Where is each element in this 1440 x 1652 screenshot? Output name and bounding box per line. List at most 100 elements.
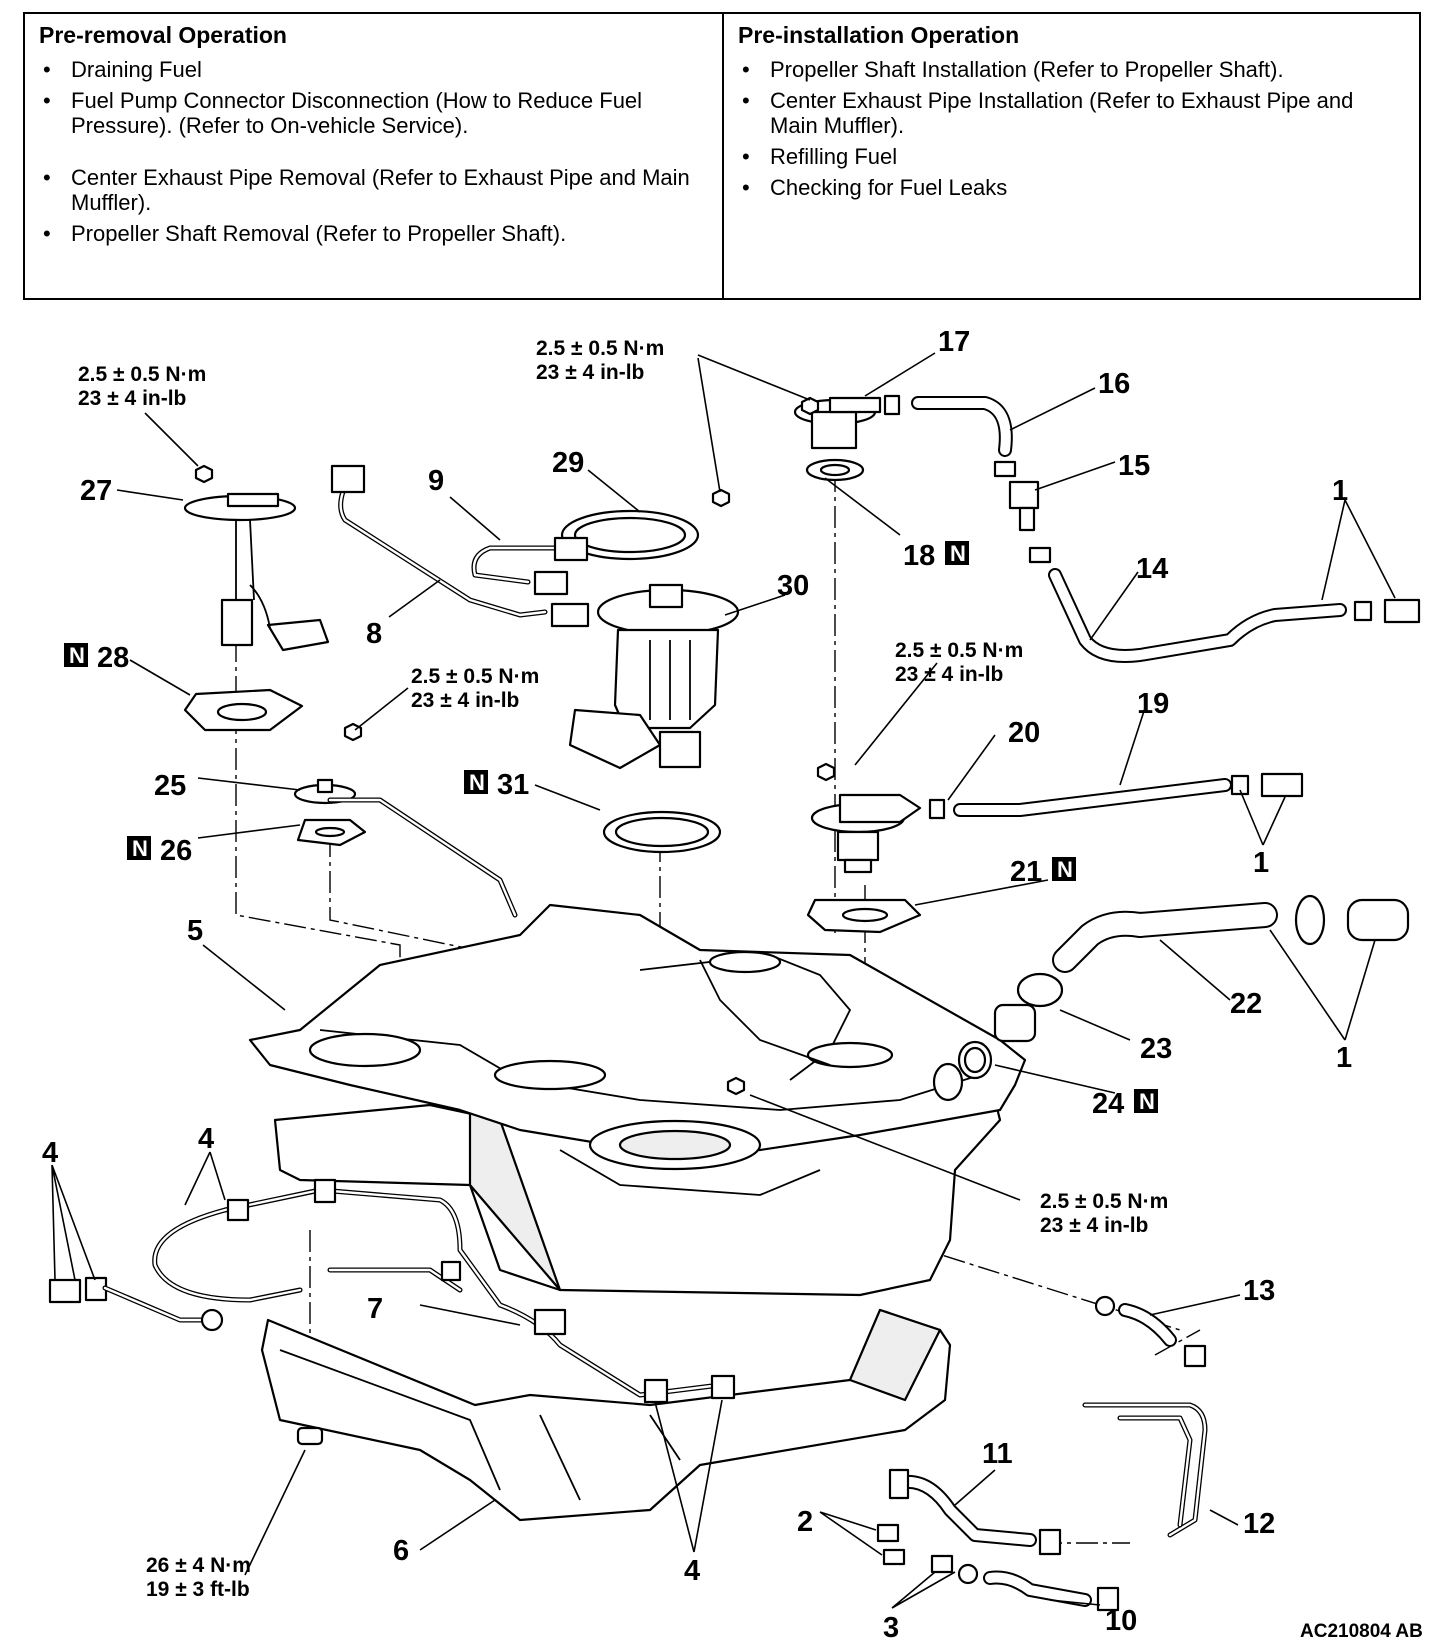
callout-1a: 1 [1332, 475, 1348, 507]
pre-removal-column: Pre-removal Operation Draining Fuel Fuel… [25, 14, 722, 298]
new-part-mark [1134, 1089, 1158, 1113]
callout-19: 19 [1137, 688, 1169, 720]
filler-neck-23 [957, 972, 1064, 1080]
pre-installation-item: Checking for Fuel Leaks [738, 175, 1405, 200]
fuel-tank-exploded-diagram: 1 1 1 2 3 4 4 4 5 6 7 8 9 10 11 12 13 14… [42, 326, 1423, 1644]
callout-labels: 1 1 1 2 3 4 4 4 5 6 7 8 9 10 11 12 13 14… [42, 326, 1352, 1644]
new-part-mark [127, 836, 151, 860]
callout-18: 18 [903, 540, 935, 572]
callout-4a: 4 [42, 1137, 58, 1169]
tank-protector [260, 1308, 952, 1522]
new-part-mark-letter: N [1057, 857, 1073, 882]
harness-8 [330, 464, 590, 628]
callout-12: 12 [1243, 1508, 1275, 1540]
callout-21: 21 [1010, 856, 1042, 888]
new-part-mark [945, 541, 969, 565]
pre-removal-list: Draining Fuel Fuel Pump Connector Discon… [39, 57, 708, 246]
pre-removal-item: Fuel Pump Connector Disconnection (How t… [39, 88, 708, 138]
torque-metric: 2.5 ± 0.5 N·m [895, 639, 1023, 662]
pre-installation-column: Pre-installation Operation Propeller Sha… [722, 14, 1419, 298]
two-way-valve-15 [993, 460, 1052, 564]
callout-29: 29 [552, 447, 584, 479]
operations-table: Pre-removal Operation Draining Fuel Fuel… [23, 12, 1421, 300]
clips-2-3 [876, 1523, 954, 1574]
callout-24: 24 [1092, 1088, 1124, 1120]
callout-20: 20 [1008, 717, 1040, 749]
new-part-mark [464, 770, 488, 794]
callout-8: 8 [366, 618, 382, 650]
gaskets [183, 458, 922, 934]
reference-code: AC210804 AB [1300, 1621, 1423, 1642]
fuel-gauge-unit [183, 492, 330, 652]
callout-1b: 1 [1253, 847, 1269, 879]
pre-removal-title: Pre-removal Operation [39, 22, 287, 48]
callout-10: 10 [1105, 1605, 1137, 1637]
new-part-mark-letter: N [1139, 1089, 1155, 1114]
fasteners [194, 396, 836, 1446]
vapor-hose-16 [911, 396, 1013, 457]
callout-15: 15 [1118, 450, 1150, 482]
new-part-mark-letter: N [69, 643, 85, 668]
fuel-tank [248, 903, 1027, 1297]
pre-installation-item: Center Exhaust Pipe Installation (Refer … [738, 88, 1405, 138]
torque-metric: 2.5 ± 0.5 N·m [411, 665, 539, 688]
torque-metric-large: 26 ± 4 N·m [146, 1554, 251, 1577]
torque-imperial: 23 ± 4 in-lb [895, 663, 1003, 686]
hose-10 [957, 1563, 1120, 1612]
new-part-mark-letter: N [469, 770, 485, 795]
callout-22: 22 [1230, 988, 1262, 1020]
callout-2: 2 [797, 1506, 813, 1538]
torque-metric: 2.5 ± 0.5 N·m [78, 363, 206, 386]
torque-metric: 2.5 ± 0.5 N·m [1040, 1190, 1168, 1213]
pre-installation-item: Propeller Shaft Installation (Refer to P… [738, 57, 1405, 82]
breather-hose-19 [953, 772, 1304, 817]
callout-13: 13 [1243, 1275, 1275, 1307]
callout-1c: 1 [1336, 1042, 1352, 1074]
callout-6: 6 [393, 1535, 409, 1567]
new-part-mark-letter: N [950, 541, 966, 566]
filler-hose-22 [1052, 894, 1410, 973]
pre-installation-list: Propeller Shaft Installation (Refer to P… [738, 57, 1405, 200]
torque-imperial-large: 19 ± 3 ft-lb [146, 1578, 250, 1601]
new-part-mark [64, 643, 88, 667]
harness-9 [471, 536, 589, 596]
torque-imperial: 23 ± 4 in-lb [411, 689, 519, 712]
pre-removal-item: Propeller Shaft Removal (Refer to Propel… [39, 221, 708, 246]
pre-removal-item: Draining Fuel [39, 57, 708, 82]
new-part-mark [1052, 857, 1076, 881]
pre-installation-item: Refilling Fuel [738, 144, 1405, 169]
callout-16: 16 [1098, 368, 1130, 400]
callout-5: 5 [187, 915, 203, 947]
harness-7 [48, 1178, 736, 1404]
torque-imperial: 23 ± 4 in-lb [1040, 1214, 1148, 1237]
callout-4c: 4 [684, 1555, 700, 1587]
gauge-unit-25 [293, 778, 518, 918]
new-part-mark-letter: N [132, 836, 148, 861]
fuel-hose-11 [888, 1468, 1062, 1556]
callout-4b: 4 [198, 1123, 214, 1155]
callout-7: 7 [367, 1293, 383, 1325]
callout-9: 9 [428, 465, 444, 497]
callout-26: 26 [160, 835, 192, 867]
fuel-check-valve [810, 793, 946, 874]
callout-27: 27 [80, 475, 112, 507]
fuel-return-pipe-12 [1082, 1402, 1208, 1538]
vent-hose-14 [1048, 568, 1421, 663]
callout-23: 23 [1140, 1033, 1172, 1065]
torque-imperial: 23 ± 4 in-lb [78, 387, 186, 410]
torque-labels: 2.5 ± 0.5 N·m 23 ± 4 in-lb 2.5 ± 0.5 N·m… [78, 337, 1168, 1601]
pre-installation-title: Pre-installation Operation [738, 22, 1020, 48]
callout-31: 31 [497, 769, 529, 801]
torque-imperial: 23 ± 4 in-lb [536, 361, 644, 384]
callout-14: 14 [1136, 553, 1168, 585]
callout-25: 25 [154, 770, 186, 802]
fuel-pump-module [568, 583, 740, 770]
callout-17: 17 [938, 326, 970, 358]
callout-11: 11 [982, 1438, 1013, 1470]
callout-30: 30 [777, 570, 809, 602]
leader-lines [51, 352, 1396, 1609]
pre-removal-item: Center Exhaust Pipe Removal (Refer to Ex… [39, 165, 708, 215]
hose-13 [1094, 1295, 1207, 1368]
callout-3: 3 [883, 1612, 899, 1644]
torque-metric: 2.5 ± 0.5 N·m [536, 337, 664, 360]
